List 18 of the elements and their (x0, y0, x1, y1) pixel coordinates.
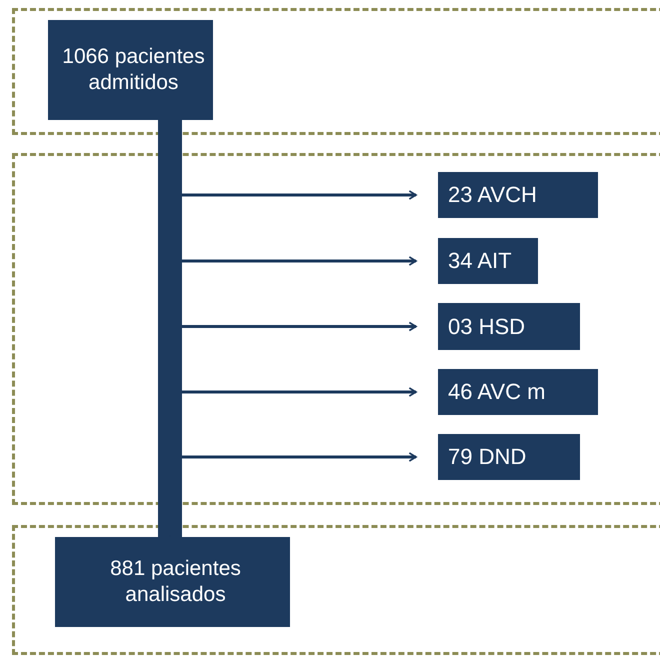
box-label: 03 HSD (448, 312, 526, 340)
dashed-band (12, 153, 660, 505)
process-box (438, 434, 580, 480)
process-box (438, 172, 598, 218)
dashed-band (12, 8, 660, 135)
box-label: 46 AVC m (448, 378, 546, 406)
arrow (158, 120, 182, 537)
process-box (438, 303, 580, 350)
process-box (438, 238, 538, 284)
box-label: 79 DND (448, 443, 526, 471)
box-label: 34 AIT (448, 247, 512, 275)
process-box (55, 537, 290, 627)
box-label: 23 AVCH (448, 181, 537, 209)
dashed-band (12, 525, 660, 655)
box-label: 881 pacientes analisados (109, 556, 242, 608)
process-box (438, 369, 598, 415)
box-label: 1066 pacientes admitidos (61, 44, 206, 96)
process-box (48, 20, 213, 120)
